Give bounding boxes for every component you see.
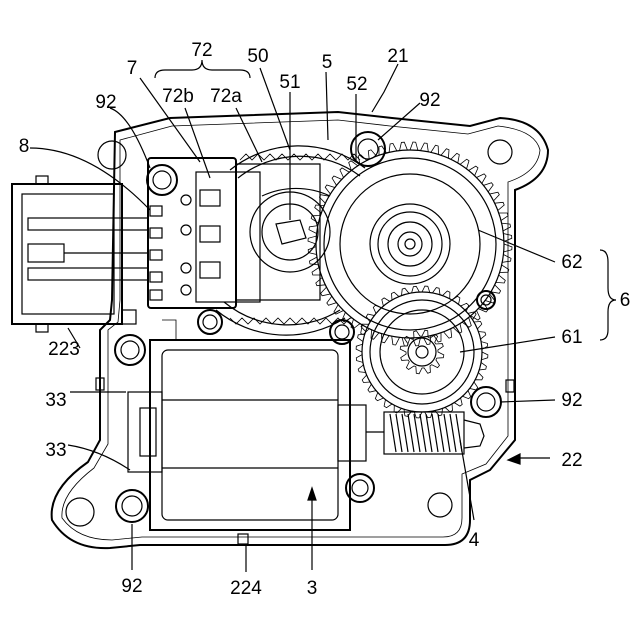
label-52: 52 — [346, 74, 367, 95]
label-224: 224 — [230, 578, 262, 599]
leader-lines — [30, 60, 616, 572]
mount-hole-top-right — [488, 140, 512, 164]
label-61: 61 — [561, 327, 582, 348]
label-8: 8 — [19, 136, 30, 157]
terminal-block-7 — [148, 158, 320, 340]
label-92-right: 92 — [561, 390, 582, 411]
label-5: 5 — [322, 52, 333, 73]
label-62: 62 — [561, 252, 582, 273]
compound-gear-61 — [356, 286, 488, 418]
label-21: 21 — [387, 46, 408, 67]
label-92-top-right: 92 — [419, 90, 440, 111]
worm-4 — [384, 412, 484, 454]
screw-bosses — [115, 132, 501, 522]
motor-3 — [128, 340, 384, 530]
label-6: 6 — [620, 290, 631, 311]
tab-224 — [238, 534, 248, 544]
mount-hole-bottom-right — [428, 493, 452, 517]
compound-gear-62 — [308, 142, 512, 346]
label-33-upper: 33 — [45, 390, 66, 411]
label-22: 22 — [561, 450, 582, 471]
tab-right — [506, 380, 514, 392]
label-92-top-left: 92 — [95, 92, 116, 113]
label-33-lower: 33 — [45, 440, 66, 461]
label-72a: 72a — [210, 86, 242, 107]
mount-hole-bottom-left — [66, 498, 94, 526]
label-50: 50 — [247, 46, 268, 67]
label-72b: 72b — [162, 86, 194, 107]
label-3: 3 — [307, 578, 318, 599]
label-4: 4 — [469, 530, 480, 551]
housing — [52, 112, 548, 548]
label-7: 7 — [127, 58, 138, 79]
connector — [12, 176, 148, 332]
label-223: 223 — [48, 339, 80, 360]
label-72: 72 — [191, 40, 212, 61]
label-92-bottom: 92 — [121, 576, 142, 597]
label-51: 51 — [279, 72, 300, 93]
mount-hole-top-left — [98, 141, 126, 169]
